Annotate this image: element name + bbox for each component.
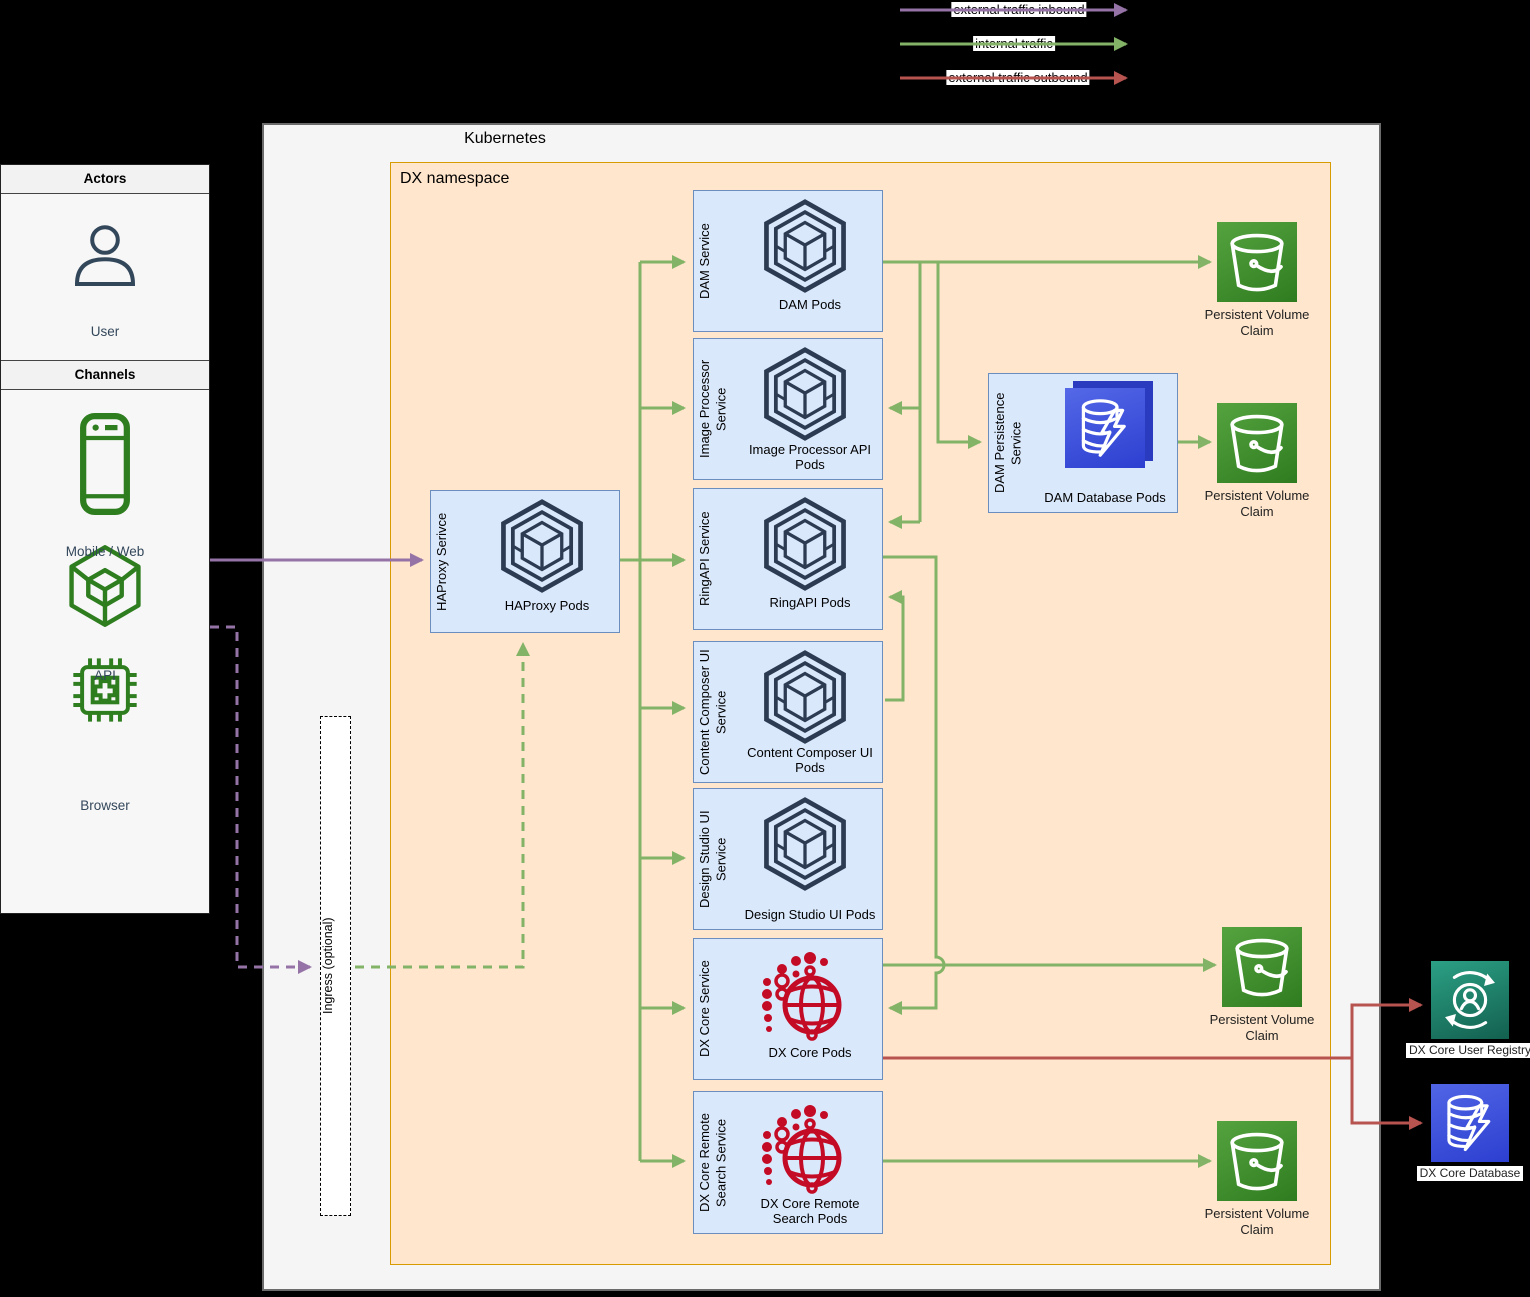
service-box-design-studio: Design Studio UI Service Design Studio U… [693, 788, 883, 930]
dx-namespace-title: DX namespace [400, 170, 510, 187]
mobile-web-icon [53, 412, 157, 516]
design-studio-service-label: Design Studio UI Service [697, 810, 729, 908]
service-box-ringapi: RingAPI Service RingAPI Pods [693, 488, 883, 630]
user-registry-icon [1431, 961, 1509, 1039]
kubernetes-title: Kubernetes [464, 130, 546, 147]
actor-user: User [1, 216, 209, 361]
ingress-label: Ingress (optional) [321, 917, 335, 1015]
bucket-icon [1217, 403, 1297, 483]
service-box-dam-persistence: DAM Persistence Service DAM Database Pod… [988, 373, 1178, 513]
ringapi-service-label: RingAPI Service [697, 511, 712, 607]
dx-core-remote-search-service-label: DX Core Remote Search Service [697, 1113, 729, 1212]
pvc-label: Persistent Volume Claim [1204, 307, 1310, 338]
service-box-dam: DAM Service DAM Pods [693, 190, 883, 332]
actors-header: Actors [1, 165, 209, 194]
database-label: DX Core Database [1416, 1166, 1524, 1181]
dx-core-remote-search-pods-label: DX Core Remote Search Pods [760, 1196, 860, 1227]
dx-core-pods-label: DX Core Pods [768, 1045, 852, 1061]
ingress-optional-box: Ingress (optional) [320, 716, 351, 1216]
bucket-icon [1222, 927, 1302, 1007]
database-icon [1431, 1084, 1509, 1162]
service-box-dx-core: DX Core Service DX Core Pods [693, 938, 883, 1080]
bucket-icon [1217, 222, 1297, 302]
dx-core-globe-icon [754, 947, 854, 1047]
service-box-image-processor: Image Processor Service Image Processor … [693, 338, 883, 480]
image-processor-service-label: Image Processor Service [697, 359, 729, 459]
content-composer-pods-label: Content Composer UI Pods [747, 745, 873, 776]
dam-database-icon [1065, 381, 1153, 468]
user-registry-label: DX Core User Registry [1405, 1043, 1530, 1058]
legend-external-inbound-label: external traffic inbound [951, 2, 1087, 17]
actors-channels-panel: Actors User Channels Mobile / Web API Br… [0, 164, 210, 914]
dam-database-pods-label: DAM Database Pods [1044, 490, 1166, 506]
image-processor-pods-label: Image Processor API Pods [748, 442, 872, 473]
dx-core-globe-icon [754, 1100, 854, 1200]
pod-icon [758, 497, 852, 591]
haproxy-pods-label: HAProxy Pods [504, 598, 590, 614]
legend-internal-label: internal traffic [973, 36, 1055, 51]
pod-icon [758, 347, 852, 441]
mobile-web-label: Mobile / Web [65, 544, 145, 559]
dam-persistence-service-label: DAM Persistence Service [992, 392, 1024, 494]
pvc-label: Persistent Volume Claim [1209, 1012, 1315, 1043]
pod-icon [758, 650, 852, 744]
content-composer-service-label: Content Composer UI Service [697, 649, 729, 775]
channels-section: Mobile / Web API Browser [1, 412, 209, 958]
pvc-dam: Persistent Volume Claim [1195, 222, 1319, 338]
legend-external-outbound-label: external traffic outbound [946, 70, 1090, 85]
pod-icon [758, 797, 852, 891]
ringapi-pods-label: RingAPI Pods [769, 595, 851, 611]
user-label: User [90, 324, 120, 339]
pvc-dam-database: Persistent Volume Claim [1195, 403, 1319, 519]
bucket-icon [1217, 1121, 1297, 1201]
browser-label: Browser [80, 798, 130, 813]
service-box-content-composer: Content Composer UI Service Content Comp… [693, 641, 883, 783]
dx-core-user-registry: DX Core User Registry [1397, 961, 1530, 1059]
service-box-dx-core-remote-search: DX Core Remote Search Service DX Core Re… [693, 1091, 883, 1234]
dam-service-label: DAM Service [697, 223, 712, 299]
service-box-haproxy: HAProxy Serivce HAProxy Pods [430, 490, 620, 633]
pvc-dx-core-remote-search: Persistent Volume Claim [1195, 1121, 1319, 1237]
pvc-dx-core: Persistent Volume Claim [1200, 927, 1324, 1043]
dx-core-service-label: DX Core Service [697, 960, 712, 1058]
haproxy-service-label: HAProxy Serivce [434, 512, 449, 611]
dx-core-database: DX Core Database [1397, 1084, 1530, 1182]
pod-icon [495, 499, 589, 593]
pvc-label: Persistent Volume Claim [1204, 1206, 1310, 1237]
design-studio-pods-label: Design Studio UI Pods [744, 907, 876, 923]
dam-pods-label: DAM Pods [778, 297, 842, 313]
pod-icon [758, 199, 852, 293]
user-icon [65, 216, 145, 296]
browser-icon [61, 646, 149, 734]
pvc-label: Persistent Volume Claim [1204, 488, 1310, 519]
channels-header: Channels [1, 361, 209, 390]
api-label: API [94, 668, 116, 683]
